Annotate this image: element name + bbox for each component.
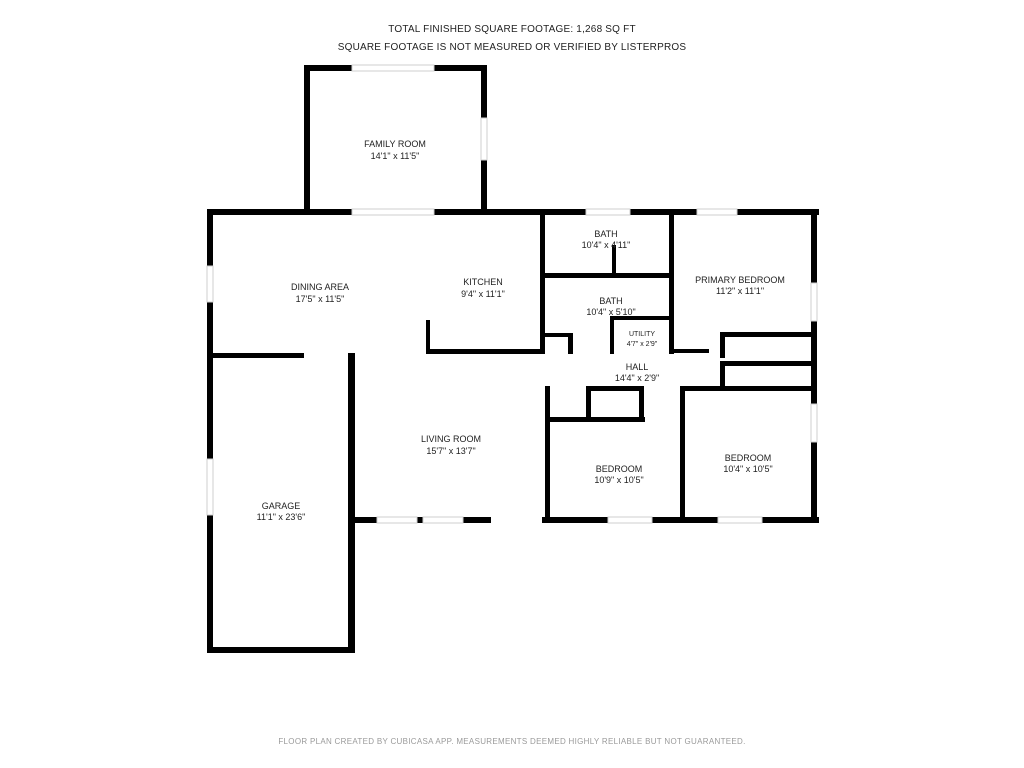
- wall: [586, 386, 644, 391]
- kitchen-dim: 9'4" x 11'1": [461, 289, 505, 299]
- wall: [426, 349, 545, 354]
- wall: [207, 647, 355, 653]
- wall: [207, 209, 819, 215]
- floor-plan-footer: FLOOR PLAN CREATED BY CUBICASA APP. MEAS…: [278, 737, 746, 746]
- hall-dim: 14'4" x 2'9": [615, 373, 659, 383]
- window: [206, 458, 214, 516]
- wall: [545, 417, 645, 422]
- wall: [426, 320, 430, 353]
- wall: [540, 209, 545, 354]
- wall: [612, 245, 616, 276]
- window: [206, 265, 214, 303]
- utility-name: UTILITY: [629, 331, 655, 338]
- window: [376, 516, 418, 524]
- total-square-footage: TOTAL FINISHED SQUARE FOOTAGE: 1,268 SQ …: [388, 24, 636, 35]
- bath-1-name: BATH: [594, 229, 617, 239]
- wall: [348, 353, 355, 653]
- wall: [680, 386, 725, 391]
- window: [810, 403, 818, 443]
- wall: [720, 332, 725, 358]
- bedroom-2-dim: 10'4" x 10'5": [723, 464, 772, 474]
- dining-area-dim: 17'5" x 11'5": [296, 294, 345, 304]
- wall: [348, 517, 491, 523]
- window: [717, 516, 763, 524]
- window: [480, 117, 488, 161]
- garage-dim: 11'1" x 23'6": [257, 512, 306, 522]
- wall: [669, 349, 709, 353]
- wall: [545, 386, 550, 523]
- room-labels: FAMILY ROOM 14'1" x 11'5" DINING AREA 17…: [257, 139, 785, 522]
- wall: [540, 273, 673, 278]
- window: [351, 64, 435, 72]
- wall: [639, 386, 644, 422]
- window: [607, 516, 653, 524]
- garage-name: GARAGE: [262, 501, 301, 511]
- window: [351, 208, 435, 216]
- family-room-dim: 14'1" x 11'5": [371, 151, 420, 161]
- wall: [610, 316, 673, 320]
- bedroom-1-dim: 10'9" x 10'5": [594, 475, 643, 485]
- walls: [207, 65, 819, 653]
- utility-dim: 4'7" x 2'9": [627, 341, 658, 348]
- bedroom-1-name: BEDROOM: [596, 464, 643, 474]
- dining-area-name: DINING AREA: [291, 282, 349, 292]
- wall: [610, 316, 614, 354]
- wall: [720, 386, 817, 391]
- wall: [540, 333, 573, 337]
- bath-2-dim: 10'4" x 5'10": [586, 307, 635, 317]
- living-room-name: LIVING ROOM: [421, 434, 481, 444]
- wall: [586, 386, 591, 422]
- wall: [680, 386, 685, 523]
- bedroom-2-name: BEDROOM: [725, 453, 772, 463]
- primary-bedroom-dim: 11'2" x 11'1": [716, 286, 764, 296]
- window: [810, 282, 818, 322]
- living-room-dim: 15'7" x 13'7": [426, 446, 475, 456]
- window: [696, 208, 738, 216]
- kitchen-name: KITCHEN: [463, 277, 503, 287]
- wall: [720, 332, 817, 337]
- primary-bedroom-name: PRIMARY BEDROOM: [695, 275, 785, 285]
- window: [585, 208, 631, 216]
- family-room-name: FAMILY ROOM: [364, 139, 426, 149]
- wall: [568, 333, 573, 354]
- bath-2-name: BATH: [599, 296, 622, 306]
- wall: [304, 65, 310, 215]
- window: [422, 516, 464, 524]
- square-footage-disclaimer: SQUARE FOOTAGE IS NOT MEASURED OR VERIFI…: [337, 42, 687, 53]
- hall-name: HALL: [626, 362, 649, 372]
- wall: [669, 209, 674, 354]
- wall: [720, 361, 725, 387]
- windows: [206, 64, 818, 524]
- bath-1-dim: 10'4" x 4'11": [582, 240, 631, 250]
- wall: [720, 361, 817, 366]
- wall: [207, 353, 304, 358]
